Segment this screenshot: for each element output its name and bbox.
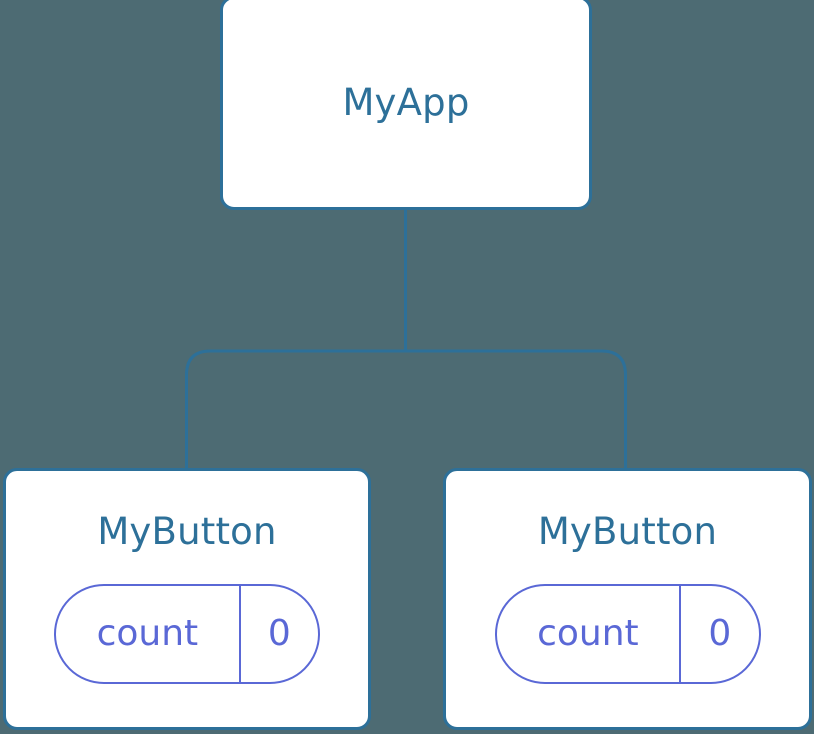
node-mybutton-right-label: MyButton [537,510,718,553]
state-pill-right-value: 0 [708,612,732,654]
edge-root-to-children [185,349,627,468]
state-pill-left-value-cell: 0 [241,586,318,682]
state-pill-right-key-cell: count [497,585,682,682]
state-pill-right-key: count [537,612,639,654]
state-pill-right[interactable]: count 0 [494,583,761,684]
node-mybutton-left-label: MyButton [97,510,277,553]
state-pill-left-key: count [96,612,199,654]
state-pill-right-value-cell: 0 [681,586,758,682]
node-myapp[interactable]: MyApp [220,0,592,210]
node-myapp-label: MyApp [342,80,470,124]
node-mybutton-left[interactable]: MyButton count 0 [3,468,371,730]
state-pill-left[interactable]: count 0 [54,583,320,684]
state-pill-left-value: 0 [267,612,291,654]
node-mybutton-right[interactable]: MyButton count 0 [443,468,812,730]
state-pill-left-key-cell: count [56,585,241,682]
